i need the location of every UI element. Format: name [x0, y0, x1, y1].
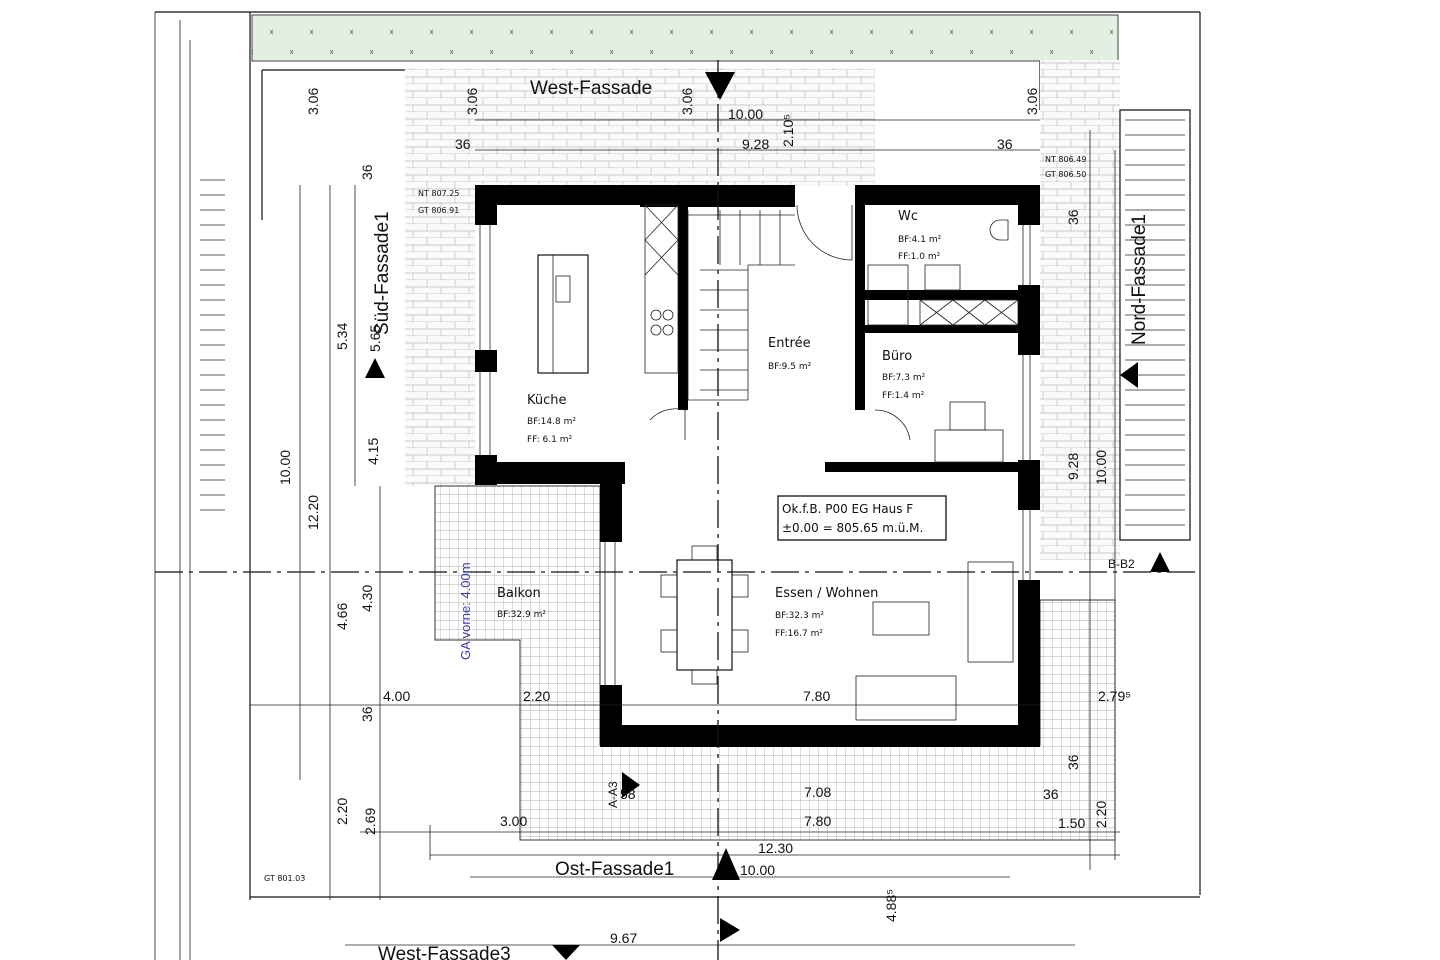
dim: 10.00 — [1093, 450, 1109, 485]
room-entree: Entrée BF:9.5 m² — [768, 336, 812, 372]
furniture — [537, 204, 1019, 721]
dim: 2.79⁵ — [1098, 688, 1131, 704]
level-gt-bottom: GT 801.03 — [264, 874, 305, 883]
dim: 1.50 — [1058, 815, 1085, 831]
dim: 9.28 — [1065, 453, 1081, 480]
dim: 10.00 — [740, 862, 775, 878]
section-markers — [365, 72, 1170, 960]
dim: 4.30 — [359, 585, 375, 612]
dim: 36 — [1043, 786, 1059, 802]
level-nt-ne: NT 806.49 — [1045, 155, 1086, 164]
west-facade3-arrow-icon — [552, 945, 580, 960]
dimension-lines — [250, 119, 1120, 946]
dim: 36 — [359, 706, 375, 722]
dim: 5.34 — [334, 323, 350, 350]
dim: 7.08 — [804, 784, 831, 800]
room-buero: Büro BF:7.3 m² FF:1.4 m² — [882, 349, 926, 401]
arrow-icon — [720, 918, 740, 942]
level-gt-sw: GT 806.91 — [418, 206, 459, 215]
room-bf: BF:4.1 m² — [898, 235, 942, 245]
dim: 36 — [455, 136, 471, 152]
dimension-labels: 3.06 3.06 3.06 3.06 10.00 9.28 2.10⁵ 36 … — [277, 88, 1131, 946]
dim: 36 — [359, 164, 375, 180]
dim: 10.00 — [728, 106, 763, 122]
dim: 2.20 — [523, 688, 550, 704]
dim: 36 — [1065, 209, 1081, 225]
dim: 9.28 — [742, 136, 769, 152]
room-name: Essen / Wohnen — [775, 586, 878, 601]
label-sued-facade: Süd-Fassade1 — [372, 211, 393, 335]
room-name: Entrée — [768, 336, 811, 351]
dim: 4.15 — [365, 438, 381, 465]
dim: 7.80 — [803, 688, 830, 704]
room-bf: BF:32.3 m² — [775, 611, 824, 621]
level-line1: Ok.f.B. P00 EG Haus F — [782, 502, 913, 516]
west-facade-arrow-icon — [705, 72, 735, 100]
level-line2: ±0.00 = 805.65 m.ü.M. — [782, 521, 923, 535]
site-frame — [154, 11, 1201, 960]
north-facade-arrow-icon — [1120, 362, 1138, 388]
room-essen-wohnen: Essen / Wohnen BF:32.3 m² FF:16.7 m² — [775, 586, 878, 639]
dim: 3.06 — [679, 88, 695, 115]
label-nord-facade: Nord-Fassade1 — [1129, 214, 1150, 345]
label-west-facade: West-Fassade — [530, 78, 652, 99]
south-facade-arrow-icon — [365, 358, 385, 378]
east-facade-arrow-icon — [712, 848, 740, 880]
room-name: Küche — [527, 393, 567, 408]
paving-north — [1040, 130, 1120, 560]
balcony-tiles — [434, 485, 1116, 841]
dim: 3.00 — [500, 813, 527, 829]
dim: 9.67 — [610, 930, 637, 946]
room-name: Balkon — [497, 586, 541, 601]
dim: 2.69 — [362, 808, 378, 835]
level-gt-ne: GT 806.50 — [1045, 170, 1086, 179]
dim: 3.06 — [464, 88, 480, 115]
dim: 2.20 — [334, 798, 350, 825]
dim: 36 — [1065, 754, 1081, 770]
label-west-facade3: West-Fassade3 — [378, 944, 511, 960]
walls — [475, 185, 1040, 747]
room-bf: BF:7.3 m² — [882, 373, 926, 383]
room-bf: BF:9.5 m² — [768, 362, 812, 372]
dim: 3.06 — [1024, 88, 1040, 115]
room-ff: FF: 6.1 m² — [527, 435, 572, 445]
dim: 12.30 — [758, 840, 793, 856]
level-box: Ok.f.B. P00 EG Haus F ±0.00 = 805.65 m.ü… — [777, 495, 947, 541]
room-ff: FF:1.0 m² — [898, 252, 941, 262]
dim: 7.80 — [804, 813, 831, 829]
dim: 2.10⁵ — [780, 114, 796, 147]
section-a-arrow-icon — [622, 772, 640, 798]
room-balkon: Balkon BF:32.9 m² — [497, 586, 546, 620]
section-a-label: A-A3 — [606, 781, 620, 808]
room-kueche: Küche BF:14.8 m² FF: 6.1 m² — [527, 393, 576, 445]
section-b-label: B-B2 — [1108, 557, 1135, 571]
hedge-strip — [251, 14, 1119, 62]
room-ff: FF:16.7 m² — [775, 629, 823, 639]
dim: 5.65 — [367, 325, 383, 352]
dim: 12.20 — [305, 495, 321, 530]
dim: 36 — [997, 136, 1013, 152]
dim: 10.00 — [277, 450, 293, 485]
level-nt-sw: NT 807.25 — [418, 189, 459, 198]
room-ff: FF:1.4 m² — [882, 391, 925, 401]
label-ost-facade: Ost-Fassade1 — [555, 859, 674, 880]
dim: 4.00 — [383, 688, 410, 704]
room-bf: BF:14.8 m² — [527, 417, 576, 427]
room-wc: Wc BF:4.1 m² FF:1.0 m² — [898, 209, 942, 262]
dim: 2.20 — [1093, 801, 1109, 828]
dim: 4.88⁵ — [883, 889, 899, 922]
paving-south — [405, 186, 475, 486]
room-name: Büro — [882, 349, 912, 364]
dim: 4.66 — [334, 603, 350, 630]
section-b-arrow-icon — [1150, 552, 1170, 572]
room-bf: BF:32.9 m² — [497, 610, 546, 620]
room-name: Wc — [898, 209, 918, 224]
paving-nw — [1040, 60, 1120, 130]
dim: 3.06 — [305, 88, 321, 115]
dim: 58 — [620, 786, 636, 802]
ga-annotation: GA vorne: 4.00m — [458, 562, 473, 660]
paving-west — [405, 68, 875, 186]
